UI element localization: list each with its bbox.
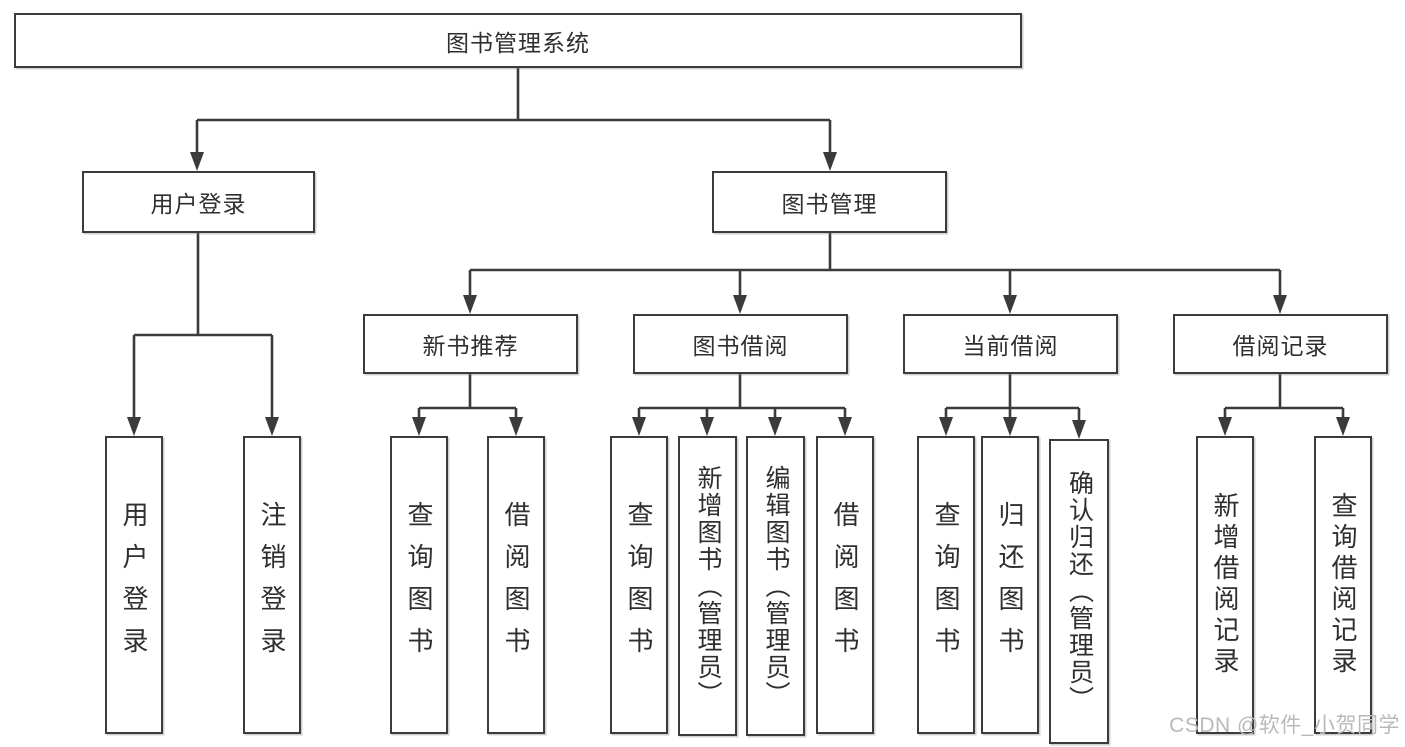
node-current-borrowing-label: 当前借阅 <box>962 333 1059 359</box>
connector-user-login <box>132 232 274 420</box>
connector-borrow-record <box>1223 373 1345 420</box>
leaf-logout: 注销登录 <box>243 436 301 734</box>
node-borrowing-records: 借阅记录 <box>1173 314 1388 374</box>
leaf-query-books-2-label: 查询图书 <box>624 501 654 669</box>
leaf-query-books-3: 查询图书 <box>917 436 975 734</box>
leaf-add-books-admin: 新增图书（管理员） <box>678 436 737 736</box>
connector-book-borrow <box>637 373 847 420</box>
csdn-watermark: CSDN @软件_小贺同学 <box>1169 714 1400 737</box>
leaf-query-borrow-record: 查询借阅记录 <box>1314 436 1372 734</box>
node-new-book-recommend-label: 新书推荐 <box>422 333 519 359</box>
leaf-confirm-return-admin-label: 确认归还（管理员） <box>1065 470 1094 713</box>
node-root-label: 图书管理系统 <box>446 29 590 56</box>
node-current-borrowing: 当前借阅 <box>903 314 1118 374</box>
node-user-login-label: 用户登录 <box>150 191 247 217</box>
node-book-management-label: 图书管理 <box>781 191 878 217</box>
leaf-query-books-1: 查询图书 <box>390 436 448 734</box>
leaf-add-borrow-record-label: 新增借阅记录 <box>1210 492 1240 678</box>
leaf-add-books-admin-label: 新增图书（管理员） <box>694 464 722 708</box>
leaf-edit-books-admin-label: 编辑图书（管理员） <box>762 464 790 708</box>
node-user-login: 用户登录 <box>82 171 315 233</box>
leaf-query-borrow-record-label: 查询借阅记录 <box>1328 492 1358 678</box>
connector-current-borrow <box>944 373 1081 423</box>
node-book-borrowing: 图书借阅 <box>633 314 848 374</box>
leaf-user-login: 用户登录 <box>105 436 163 734</box>
node-borrowing-records-label: 借阅记录 <box>1232 333 1329 359</box>
leaf-query-books-3-label: 查询图书 <box>931 501 961 669</box>
leaf-borrow-books-2-label: 借阅图书 <box>830 501 860 669</box>
node-book-borrowing-label: 图书借阅 <box>692 333 789 359</box>
leaf-user-login-label: 用户登录 <box>119 501 149 669</box>
node-book-management: 图书管理 <box>712 171 947 233</box>
leaf-logout-label: 注销登录 <box>257 501 287 669</box>
leaf-return-books: 归还图书 <box>981 436 1039 734</box>
leaf-query-books-1-label: 查询图书 <box>404 501 434 669</box>
arrowheads <box>127 152 1350 439</box>
leaf-confirm-return-admin: 确认归还（管理员） <box>1049 439 1109 744</box>
node-root-system: 图书管理系统 <box>14 13 1022 68</box>
leaf-return-books-label: 归还图书 <box>995 501 1025 669</box>
connector-new-book <box>417 373 518 420</box>
leaf-add-borrow-record: 新增借阅记录 <box>1196 436 1254 734</box>
node-new-book-recommend: 新书推荐 <box>363 314 578 374</box>
connector-root <box>195 67 832 155</box>
leaf-borrow-books-2: 借阅图书 <box>816 436 874 734</box>
leaf-query-books-2: 查询图书 <box>610 436 668 734</box>
leaf-edit-books-admin: 编辑图书（管理员） <box>746 436 805 736</box>
connector-book-mgmt <box>468 232 1282 298</box>
leaf-borrow-books-1-label: 借阅图书 <box>501 501 531 669</box>
leaf-borrow-books-1: 借阅图书 <box>487 436 545 734</box>
